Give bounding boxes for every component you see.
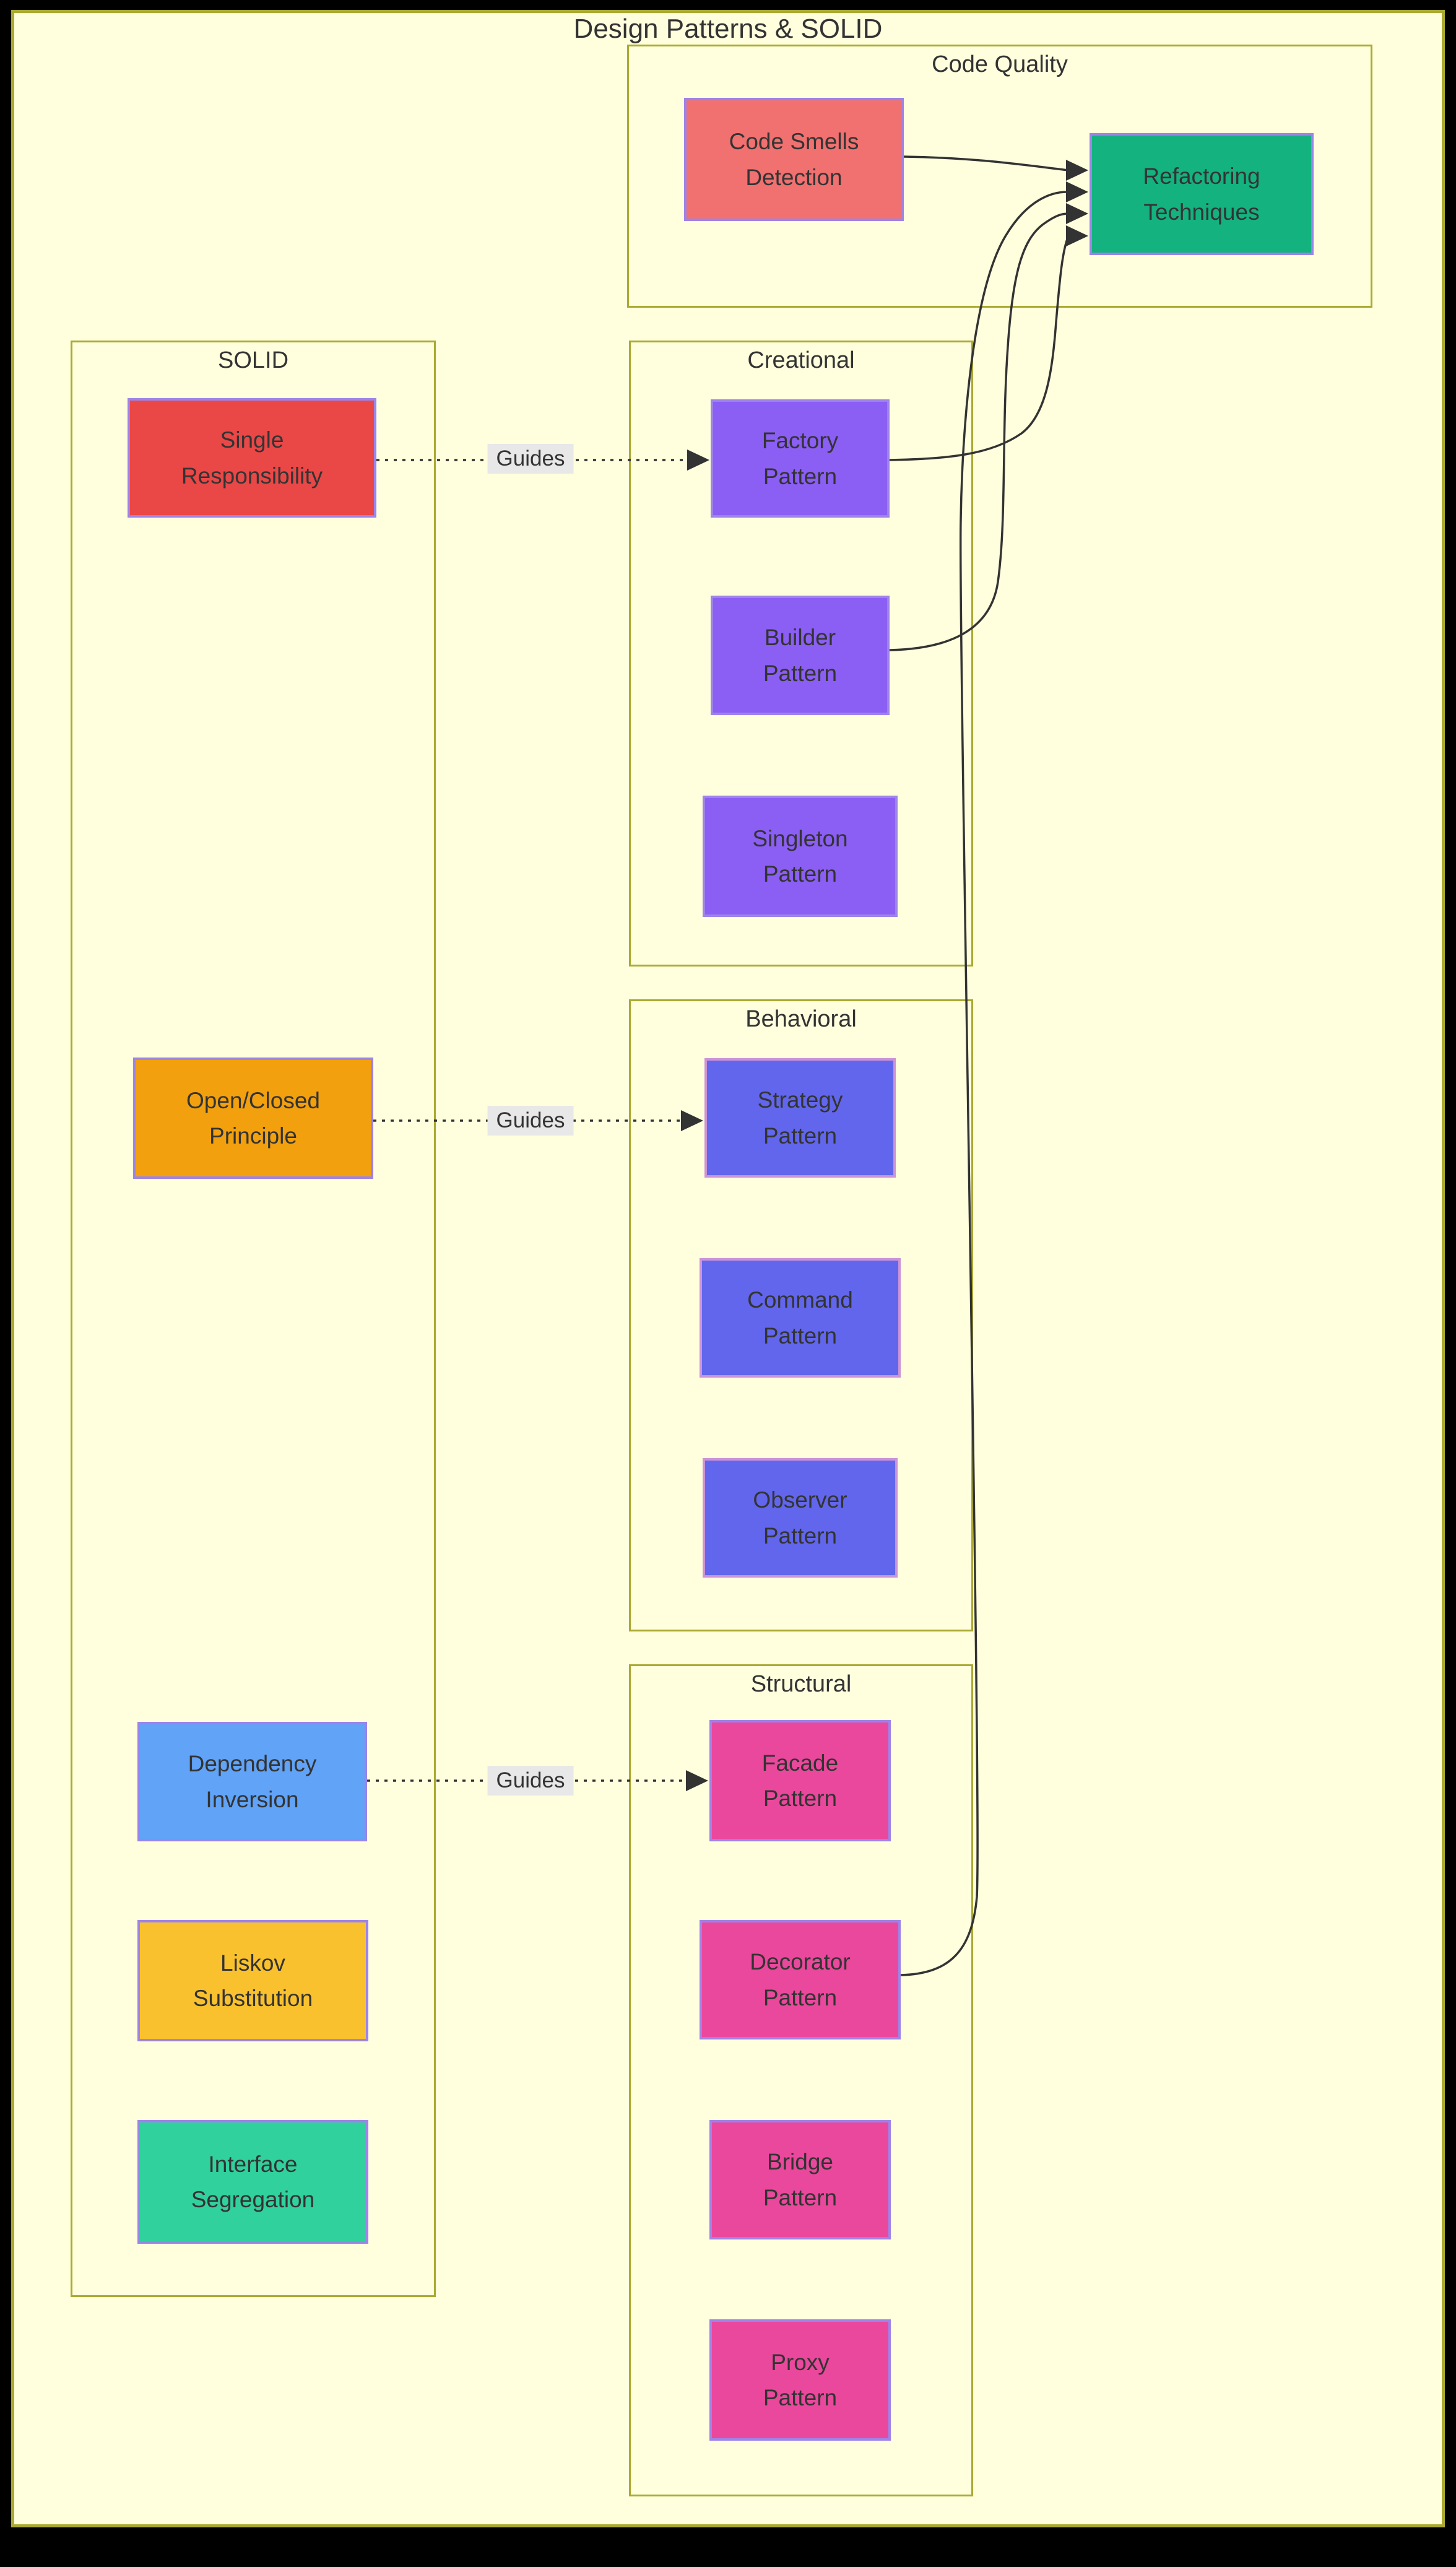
- node-code-smells-detection: Code Smells Detection: [684, 98, 904, 221]
- subgraph-solid-label: SOLID: [217, 347, 289, 373]
- node-single-responsibility: Single Responsibility: [128, 398, 376, 518]
- subgraph-code-quality-label: Code Quality: [932, 51, 1068, 77]
- node-interface-segregation: Interface Segregation: [137, 2120, 368, 2244]
- node-factory-pattern: Factory Pattern: [711, 399, 890, 518]
- node-dependency-inversion: Dependency Inversion: [137, 1722, 367, 1841]
- subgraph-structural: Structural: [629, 1664, 973, 2496]
- node-singleton-pattern: Singleton Pattern: [703, 796, 898, 917]
- node-bridge-pattern: Bridge Pattern: [709, 2120, 891, 2239]
- edge-label-guides-facade: Guides: [487, 1766, 574, 1796]
- subgraph-solid: SOLID: [71, 341, 436, 2297]
- node-facade-pattern: Facade Pattern: [709, 1720, 891, 1841]
- node-command-pattern: Command Pattern: [700, 1258, 901, 1378]
- edge-label-guides-factory: Guides: [487, 444, 574, 474]
- subgraph-structural-label: Structural: [750, 1671, 852, 1697]
- node-open-closed-principle: Open/Closed Principle: [133, 1058, 373, 1179]
- subgraph-behavioral-label: Behavioral: [745, 1006, 857, 1032]
- diagram-title: Design Patterns & SOLID: [573, 14, 883, 44]
- node-builder-pattern: Builder Pattern: [711, 596, 890, 715]
- node-strategy-pattern: Strategy Pattern: [704, 1058, 896, 1178]
- node-proxy-pattern: Proxy Pattern: [709, 2319, 891, 2441]
- node-observer-pattern: Observer Pattern: [703, 1458, 898, 1578]
- subgraph-creational-label: Creational: [747, 347, 855, 373]
- node-refactoring-techniques: Refactoring Techniques: [1090, 133, 1314, 255]
- edge-label-guides-strategy: Guides: [487, 1106, 574, 1136]
- node-decorator-pattern: Decorator Pattern: [700, 1920, 901, 2039]
- node-liskov-substitution: Liskov Substitution: [137, 1920, 368, 2041]
